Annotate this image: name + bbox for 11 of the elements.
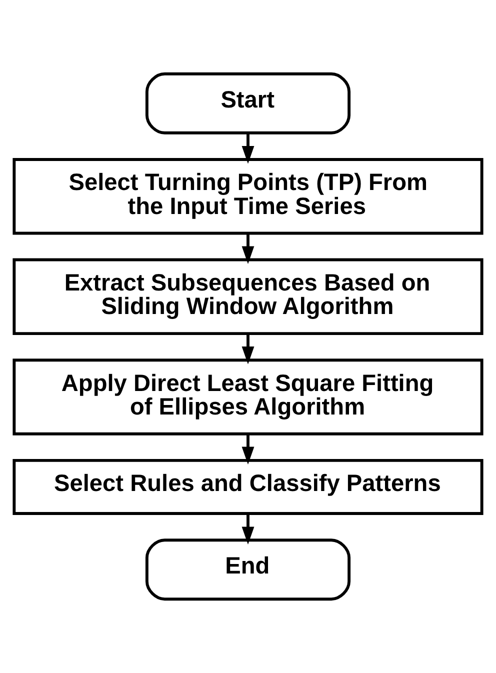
- node-box: End: [145, 538, 351, 601]
- arrow: [242, 133, 254, 164]
- arrow: [242, 234, 254, 264]
- arrow: [242, 334, 254, 364]
- node-box: Start: [145, 72, 351, 134]
- node-box: Extract Subsequences Based on Sliding Window Algorithm: [12, 258, 484, 336]
- arrow: [242, 514, 254, 544]
- node-box: Select Rules and Classify Patterns: [12, 458, 484, 515]
- node-box: Apply Direct Least Square Fitting of Ellipses Algorithm: [12, 358, 484, 436]
- node-box: Select Turning Points (TP) From the Input Time Series: [12, 158, 484, 235]
- arrow: [242, 434, 254, 464]
